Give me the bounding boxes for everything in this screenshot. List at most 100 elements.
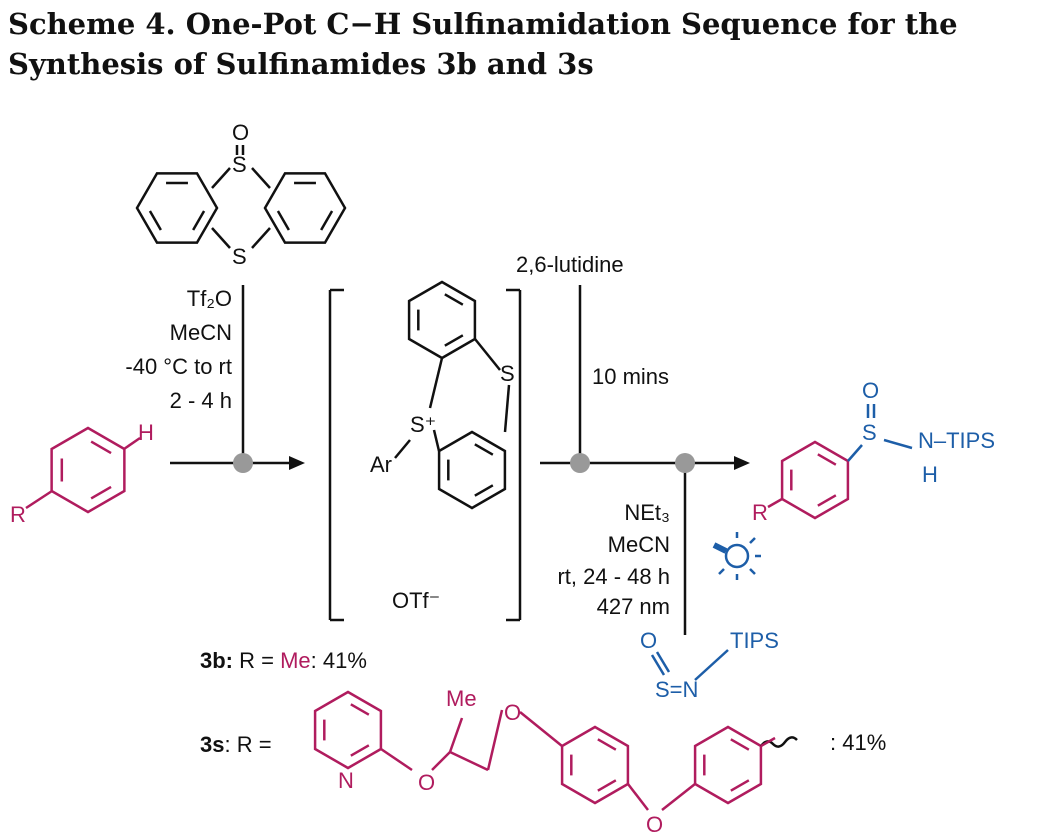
double-bond: [350, 744, 370, 757]
bond: [251, 167, 271, 189]
reagent-tips: TIPS: [730, 628, 779, 653]
double-bond: [474, 484, 494, 497]
product-o: O: [862, 378, 879, 403]
double-bond: [350, 703, 370, 716]
double-bond: [730, 738, 750, 751]
bond: [448, 717, 464, 753]
caption-line-2: Synthesis of Sulfinamides 3b and 3s: [8, 47, 594, 81]
condition-time: 2 - 4 h: [170, 388, 232, 413]
bond: [694, 649, 729, 681]
bond: [767, 497, 783, 509]
bond: [431, 751, 451, 771]
bond: [123, 436, 141, 451]
double-bond: [597, 738, 617, 751]
reagent-sulfur-bottom: S: [232, 244, 247, 269]
arrowhead: [734, 456, 750, 470]
benzene-ring: [263, 172, 347, 244]
condition-temp: -40 °C to rt: [125, 354, 232, 379]
condition-net3: NEt₃: [624, 500, 670, 525]
double-bond: [320, 210, 334, 231]
benzene-ring: [560, 725, 630, 805]
benzene-ring: [780, 440, 850, 520]
benzene-ring: [135, 172, 219, 244]
scheme-caption: Scheme 4. One-Pot C−H Sulfinamidation Se…: [8, 4, 1038, 84]
bond: [211, 167, 231, 189]
double-bond: [817, 494, 837, 507]
benzene-ring: [437, 430, 507, 510]
substrate-h: H: [138, 420, 154, 445]
step2-base: 2,6-lutidine: [516, 252, 624, 277]
condition-wavelength: 427 nm: [597, 594, 670, 619]
step2-time: 10 mins: [592, 364, 669, 389]
r-group-3s-n: N: [338, 768, 354, 793]
bond: [503, 384, 511, 433]
product-n-tips: N–TIPS: [918, 428, 995, 453]
caption-line-1: Scheme 4. One-Pot C−H Sulfinamidation Se…: [8, 7, 958, 41]
r-group-3s-o1: O: [418, 770, 435, 795]
intermediate-sulfur: S: [500, 361, 515, 386]
bond: [760, 736, 776, 748]
bond: [661, 783, 696, 811]
bond: [380, 747, 413, 772]
step1-conditions: Tf₂O MeCN -40 °C to rt 2 - 4 h: [125, 286, 232, 413]
double-bond: [730, 779, 750, 792]
double-bond: [474, 443, 494, 456]
intermediate-ar: Ar: [370, 452, 392, 477]
r-group-3s-o2: O: [504, 700, 521, 725]
bond: [449, 750, 489, 772]
intermediate-sulfonium: S⁺: [410, 412, 436, 437]
condition-tf2o: Tf₂O: [187, 286, 232, 311]
condition-rt-time: rt, 24 - 48 h: [557, 564, 670, 589]
condition-mecn-2: MeCN: [608, 532, 670, 557]
bond: [428, 357, 444, 409]
yield-3b: : 41%: [311, 648, 367, 673]
reaction-node-dot: [233, 453, 253, 473]
double-bond: [444, 293, 464, 306]
product-s: S: [862, 420, 877, 445]
double-bond: [148, 210, 162, 231]
reaction-node-dot: [570, 453, 590, 473]
double-bond: [597, 779, 617, 792]
reagent-sn: S=N: [655, 677, 698, 702]
bond: [627, 783, 649, 811]
bond: [847, 444, 863, 462]
step3-conditions: NEt₃ MeCN rt, 24 - 48 h 427 nm: [557, 500, 670, 619]
text-3s: : R =: [224, 732, 271, 757]
yield-3s: : 41%: [830, 730, 886, 755]
product-r: R: [752, 500, 768, 525]
result-3s: 3s: R =: [200, 732, 272, 757]
double-bond: [90, 485, 112, 500]
bond: [883, 438, 913, 450]
reagent-o: O: [640, 628, 657, 653]
double-bond: [90, 440, 112, 455]
result-3b: 3b: R = Me: 41%: [200, 648, 367, 673]
reagent-sulfur-top: S: [232, 152, 247, 177]
product-h: H: [922, 462, 938, 487]
reagent-oxygen: O: [232, 120, 249, 145]
bond: [655, 651, 671, 673]
bond: [474, 338, 501, 371]
text-3b: R =: [233, 648, 280, 673]
substrate-r: R: [10, 502, 26, 527]
benzene-ring: [693, 725, 763, 805]
bond: [486, 709, 504, 771]
intermediate-counterion: OTf⁻: [392, 588, 440, 613]
bond: [251, 227, 271, 249]
double-bond: [192, 210, 206, 231]
arrowhead: [289, 456, 305, 470]
benzene-ring: [313, 690, 383, 770]
bond: [519, 711, 563, 747]
condition-mecn: MeCN: [170, 320, 232, 345]
label-3b: 3b:: [200, 648, 233, 673]
r-group-3b: Me: [280, 648, 311, 673]
bond: [211, 227, 231, 249]
bond: [25, 489, 53, 510]
r-group-3s-me: Me: [446, 686, 477, 711]
label-3s: 3s: [200, 732, 224, 757]
bond: [432, 429, 441, 452]
structure-bonds: [25, 145, 913, 811]
double-bond: [817, 453, 837, 466]
light-bulb-icon: [712, 532, 761, 580]
reaction-node-dot: [675, 453, 695, 473]
